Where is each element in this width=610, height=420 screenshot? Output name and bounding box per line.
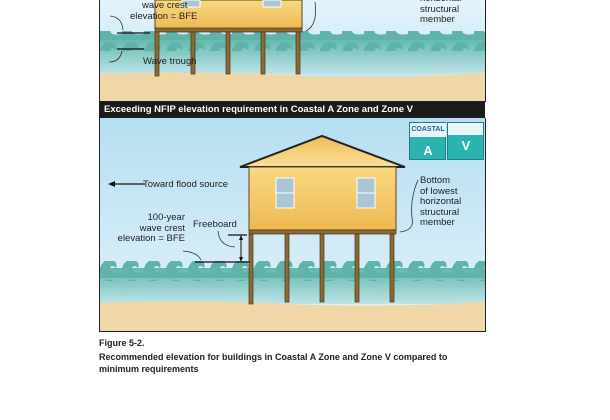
bottom-panel: COASTAL A V [99,118,486,332]
label-line: of lowest [420,185,458,197]
figure-caption: Recommended elevation for buildings in C… [99,352,448,374]
label-line: member [420,14,455,25]
zone-v-badge: V [447,122,484,160]
house [154,0,303,77]
label-line: member [420,217,455,228]
zone-a-label: A [423,143,433,158]
house [239,134,406,305]
figure-number: Figure 5-2. [99,338,145,348]
label-freeboard: Freeboard [193,219,237,230]
label-line: structural [420,3,460,15]
label-elevation-bfe-top: elevation = BFE [130,11,198,22]
top-panel [99,0,486,102]
arrow-toward-flood-source [108,181,145,187]
label-line: Bottom [420,175,451,186]
label-structural-member-top: horizontal structural member [420,0,461,26]
wave-icon [448,123,483,135]
label-structural-member-bottom: Bottom of lowest horizontal structural m… [420,175,462,229]
label-line: 100-year [147,212,186,223]
coastal-label: COASTAL [410,123,446,137]
label-toward-flood-source: Toward flood source [143,179,229,190]
bottom-illustration [100,118,485,331]
label-line: horizontal [420,0,461,5]
label-line: elevation = BFE [117,233,185,244]
label-wave-trough: Wave trough [143,56,197,67]
label-wave-crest-top: wave crest [142,0,188,11]
coastal-a-badge: COASTAL A [409,122,446,160]
top-illustration [100,0,485,101]
label-wave-crest-bfe: 100-year wave crest elevation = BFE [105,212,186,245]
coastal-a-zone-v-badge: COASTAL A V [409,122,484,160]
label-line: structural [420,206,460,218]
panel-title: Exceeding NFIP elevation requirement in … [99,102,485,118]
zone-v-label: V [461,138,471,153]
label-line: wave crest [139,222,185,234]
label-line: horizontal [420,196,462,207]
